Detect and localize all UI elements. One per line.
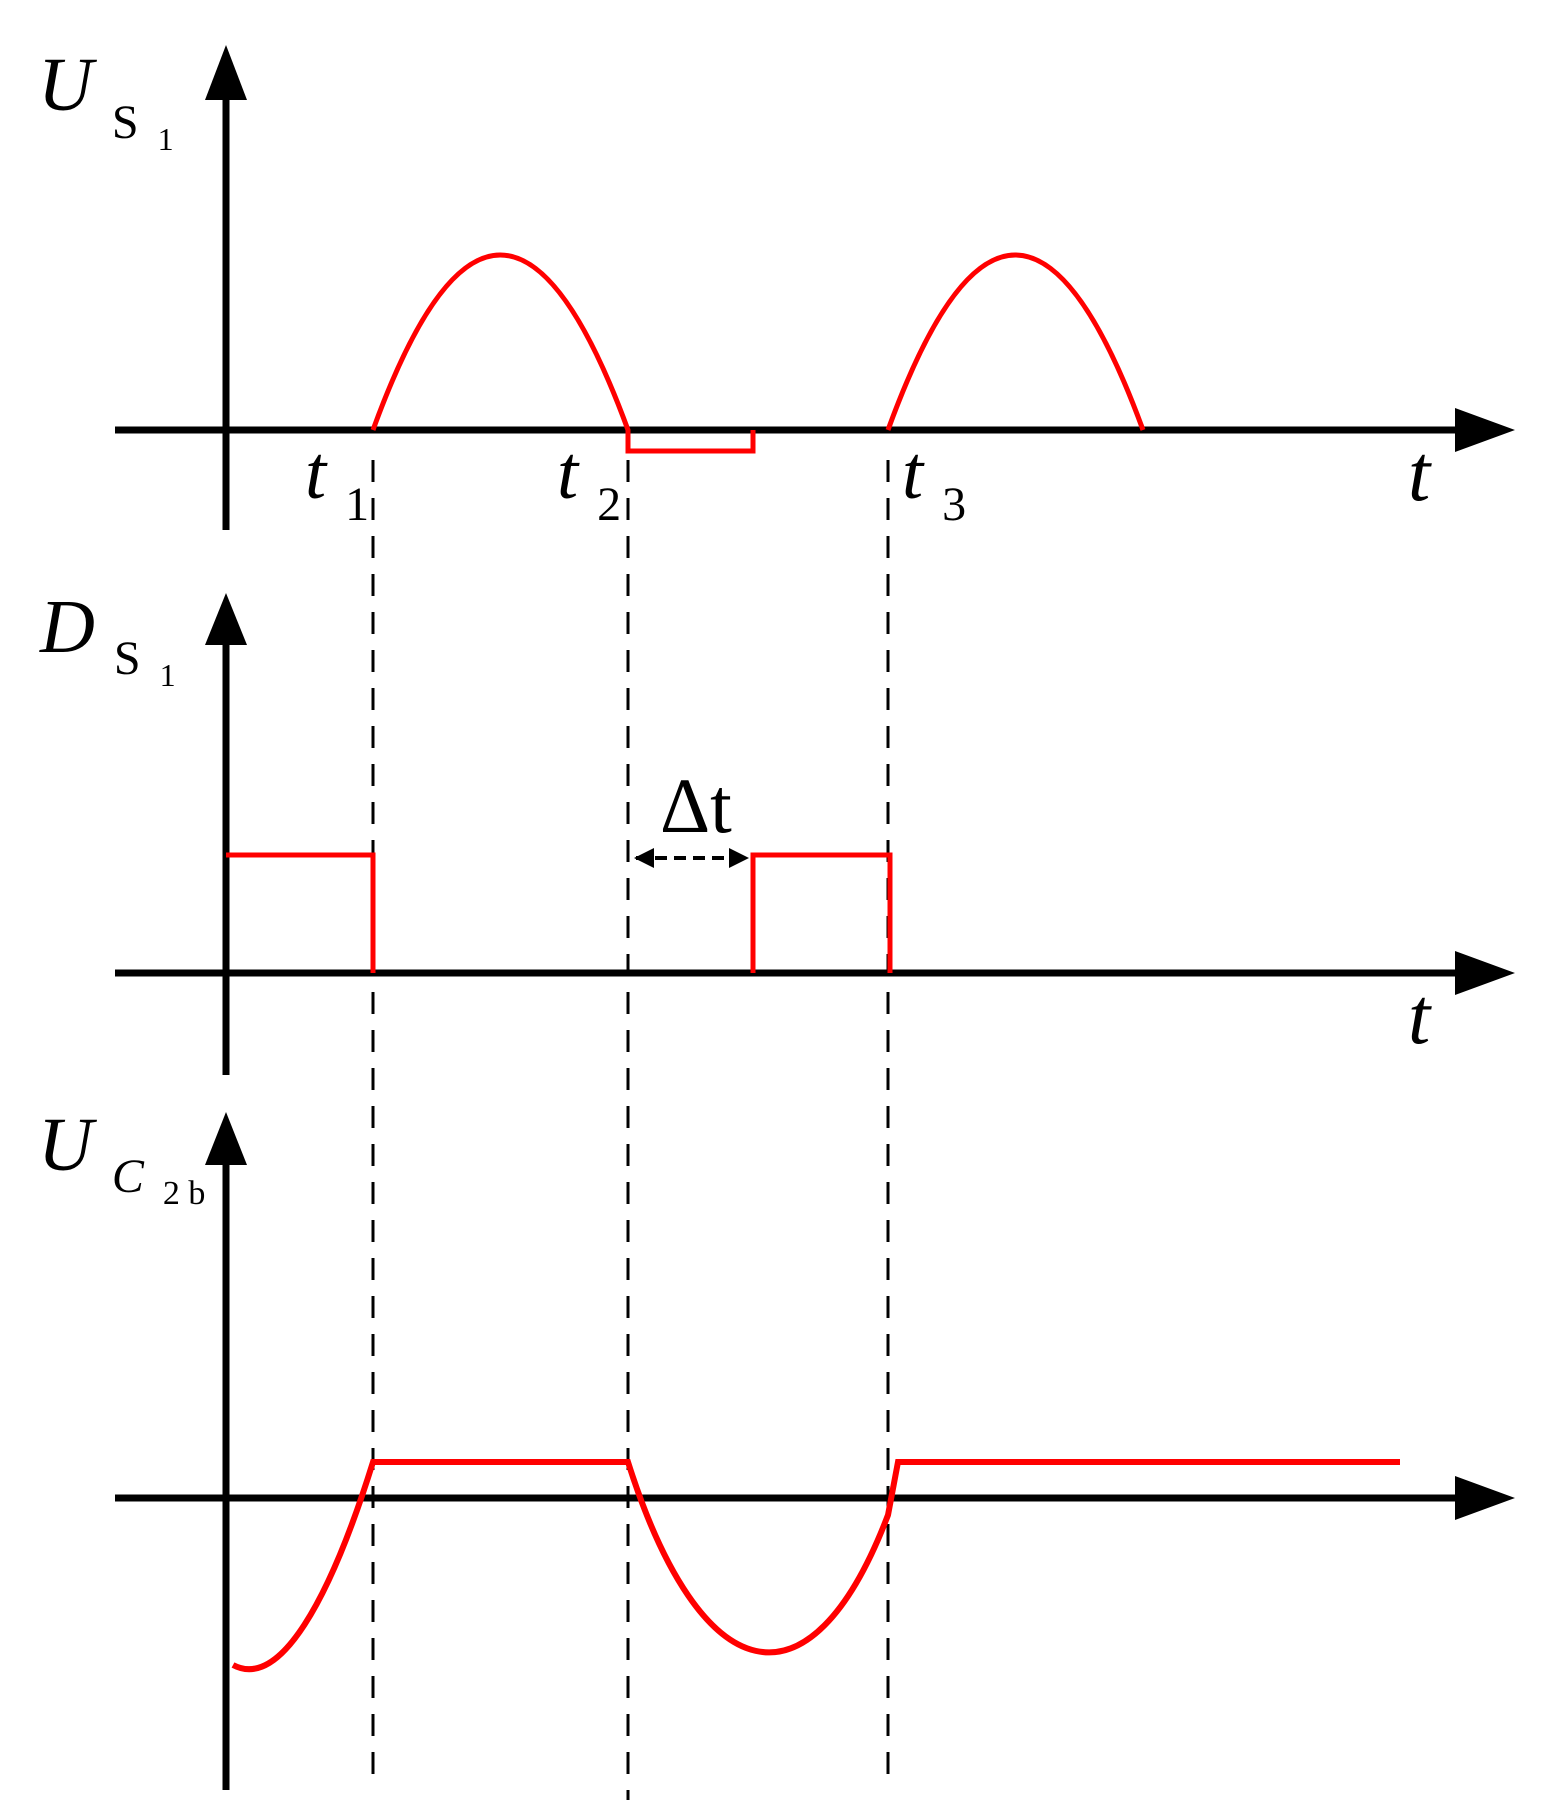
y-axis-arrow-uc2b [205, 1112, 247, 1165]
guide-lines [371, 460, 890, 1800]
x-axis-arrow-ds1 [1455, 951, 1515, 995]
panel-ds1: Δt D S 1 t [39, 585, 1515, 1075]
x-axis-arrow-uc2b [1455, 1476, 1515, 1520]
axes-us1 [115, 45, 1515, 530]
ds1-ylabel: D S 1 [39, 585, 176, 693]
panel-us1: U S 1 t t 1 t 2 t 3 [38, 43, 1515, 531]
delta-t-label: Δt [660, 762, 732, 849]
uc2b-waveform [231, 1459, 1400, 1673]
y-axis-arrow-us1 [205, 45, 247, 100]
axes-uc2b [115, 1112, 1515, 1790]
y-axis-arrow-ds1 [205, 593, 247, 645]
ds1-pulse-1 [226, 852, 376, 973]
us1-waveform [370, 252, 1146, 454]
marker-t3: t 3 [902, 431, 966, 531]
us1-xlabel: t [1408, 430, 1432, 518]
ds1-xlabel: t [1408, 973, 1432, 1061]
x-axis-arrow-us1 [1455, 408, 1515, 452]
ds1-pulse-2 [750, 852, 893, 973]
marker-t2: t 2 [557, 431, 621, 531]
uc2b-ylabel: U C 2 b [38, 1103, 205, 1212]
marker-t1: t 1 [305, 431, 369, 531]
axes-ds1 [115, 593, 1515, 1075]
panel-uc2b: U C 2 b [38, 1103, 1515, 1790]
us1-ylabel: U S 1 [38, 43, 174, 157]
